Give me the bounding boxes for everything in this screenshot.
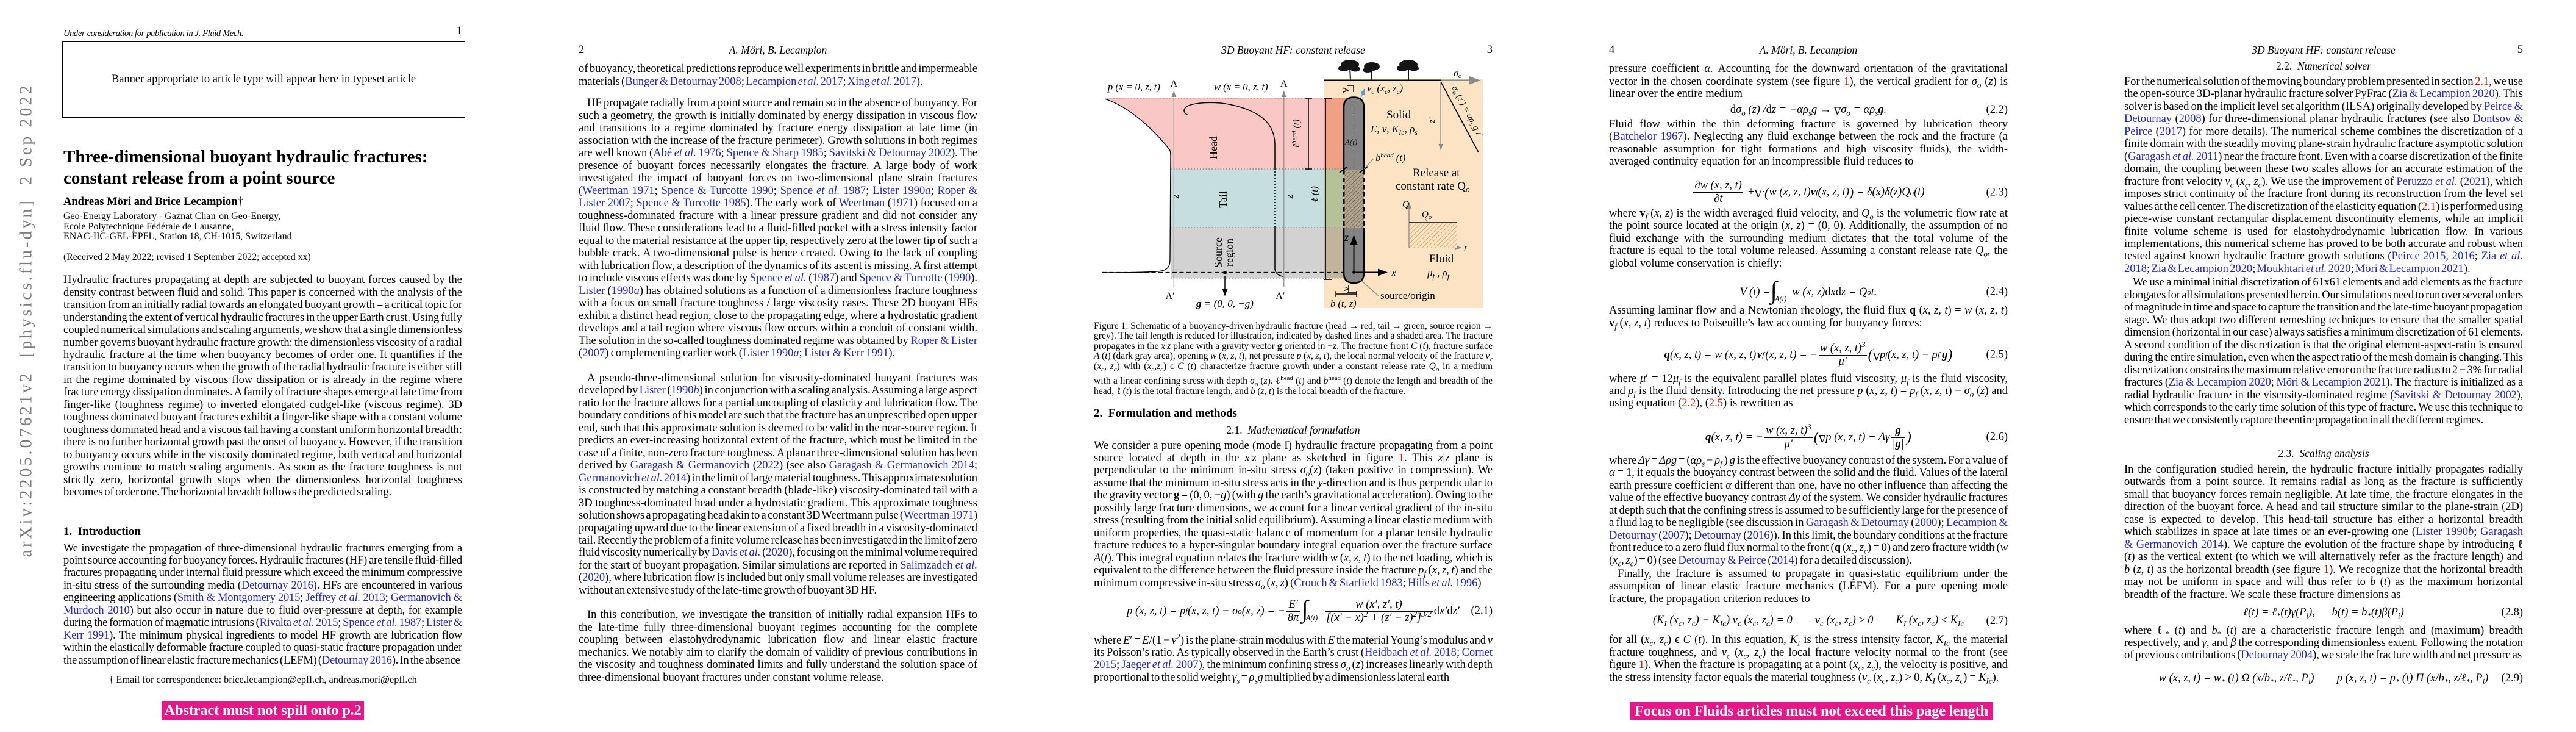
svg-text:Release at: Release at [1413, 167, 1460, 179]
svg-text:z: z [1169, 194, 1181, 199]
svg-text:Source: Source [1212, 237, 1224, 268]
svg-text:p (x = 0, z, t): p (x = 0, z, t) [1107, 81, 1160, 93]
svg-text:μf , ρf: μf , ρf [1427, 267, 1450, 281]
svg-text:g = (0, 0, −g): g = (0, 0, −g) [1196, 298, 1254, 309]
svg-text:A′: A′ [1276, 291, 1285, 301]
svg-text:b (t, z): b (t, z) [1330, 298, 1357, 309]
svg-text:z: z [1283, 194, 1295, 199]
svg-text:region: region [1223, 239, 1235, 267]
svg-text:Tail: Tail [1217, 191, 1229, 208]
svg-text:A: A [1341, 87, 1350, 93]
svg-text:ℓ (t): ℓ (t) [1310, 186, 1320, 202]
svg-text:z: z [1344, 231, 1349, 243]
svg-text:w (x = 0, z, t): w (x = 0, z, t) [1214, 81, 1268, 93]
svg-text:z′: z′ [1427, 117, 1437, 124]
svg-text:A: A [1171, 79, 1178, 89]
svg-text:E, ν, KIc, ρs: E, ν, KIc, ρs [1370, 123, 1418, 137]
svg-text:Head: Head [1207, 136, 1219, 159]
svg-text:A: A [1280, 79, 1288, 89]
svg-text:vc (xc, zc): vc (xc, zc) [1367, 82, 1403, 96]
svg-text:source/origin: source/origin [1380, 290, 1435, 301]
svg-text:x: x [1391, 267, 1396, 279]
svg-text:Fluid: Fluid [1429, 253, 1454, 265]
svg-text:A(t): A(t) [1344, 137, 1357, 146]
svg-text:constant rate Qo: constant rate Qo [1396, 180, 1470, 194]
svg-text:Solid: Solid [1386, 109, 1411, 121]
svg-text:Q: Q [1402, 199, 1409, 210]
svg-text:A′: A′ [1165, 291, 1174, 301]
svg-text:t: t [1464, 243, 1467, 254]
svg-text:σo: σo [1454, 68, 1462, 80]
